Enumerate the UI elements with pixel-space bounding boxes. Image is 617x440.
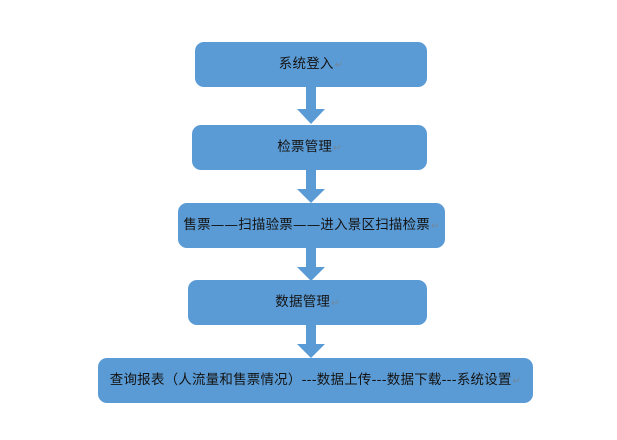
flow-node-label: 数据管理↵ xyxy=(275,294,339,311)
flow-arrow-down-4 xyxy=(292,325,330,359)
flow-node-text: 数据管理 xyxy=(275,294,331,311)
flow-node-ticketing-scan-entry[interactable]: 售票——扫描验票——进入景区扫描检票↵ xyxy=(178,203,445,248)
flow-node-data-management[interactable]: 数据管理↵ xyxy=(188,280,427,325)
flow-node-label: 检票管理↵ xyxy=(277,139,341,156)
paragraph-mark-icon: ↵ xyxy=(431,221,440,233)
paragraph-mark-icon: ↵ xyxy=(334,60,344,72)
paragraph-mark-icon: ↵ xyxy=(331,298,340,310)
flow-node-label: 查询报表（人流量和售票情况）---数据上传---数据下载---系统设置↵ xyxy=(110,372,521,389)
flow-arrow-down-1 xyxy=(292,87,330,125)
flow-node-ticket-check-management[interactable]: 检票管理↵ xyxy=(192,125,427,170)
flow-node-text: 检票管理 xyxy=(277,139,333,156)
flow-node-system-login[interactable]: 系统登入↵ xyxy=(195,42,427,87)
flow-arrow-down-3 xyxy=(292,248,330,282)
flow-node-reports-upload-download-settings[interactable]: 查询报表（人流量和售票情况）---数据上传---数据下载---系统设置↵ xyxy=(98,358,533,403)
flow-arrow-down-2 xyxy=(292,170,330,204)
paragraph-mark-icon: ↵ xyxy=(333,143,342,155)
flow-node-text: 查询报表（人流量和售票情况）---数据上传---数据下载---系统设置 xyxy=(109,372,512,389)
flow-node-text: 系统登入 xyxy=(278,56,334,73)
flow-node-text: 售票——扫描验票——进入景区扫描检票 xyxy=(183,217,430,234)
flow-node-label: 售票——扫描验票——进入景区扫描检票↵ xyxy=(183,217,439,234)
paragraph-mark-icon: ↵ xyxy=(512,376,522,388)
flow-node-label: 系统登入↵ xyxy=(279,56,343,73)
